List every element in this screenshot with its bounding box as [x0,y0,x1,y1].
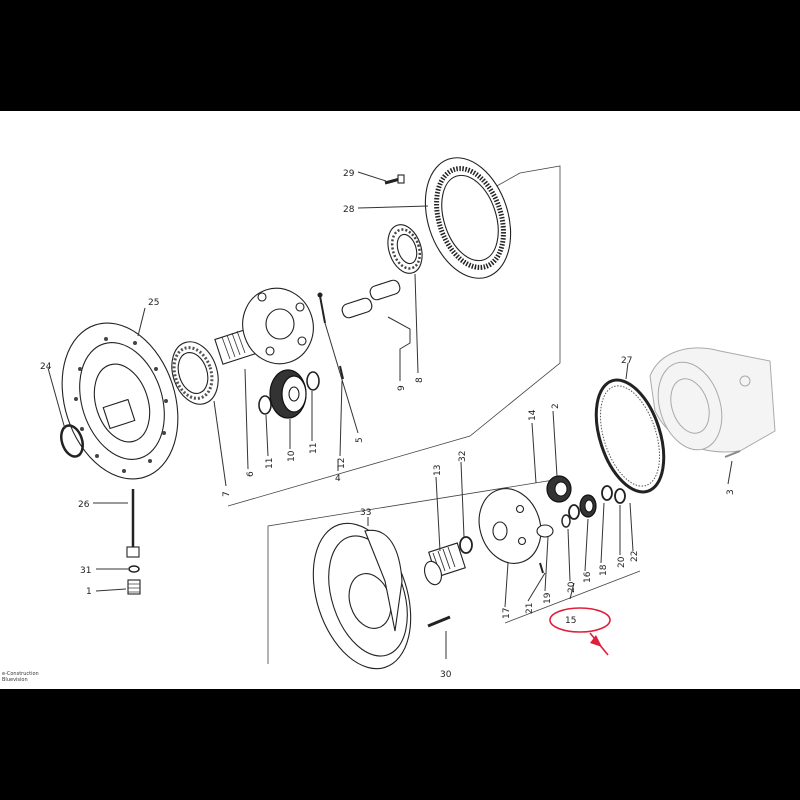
callout-25: 25 [148,298,159,308]
callout-22: 22 [630,551,640,562]
part-14-sun-plate [478,488,542,564]
callout-1: 1 [86,587,92,597]
part-1-plug [127,579,141,595]
part-25-cover-plate [61,322,179,480]
callout-2: 2 [551,403,561,409]
part-5-pin [317,292,326,324]
part-33-housing [312,522,412,670]
footer-caption: e-Construction Bluevision [2,671,39,683]
part-6-carrier [214,287,314,365]
callout-14: 14 [528,409,538,421]
part-31-washer [128,565,140,573]
part-30-bolt [427,615,451,628]
part-16-18-20-rings [561,485,626,528]
callout-10: 10 [287,450,297,462]
footer-line-2: Bluevision [2,677,28,683]
callout-30: 30 [440,670,452,680]
callout-24: 24 [40,362,52,372]
leader-lines [47,171,733,659]
part-3-motor-housing [649,347,776,458]
callout-7: 7 [222,491,232,497]
callout-15: 15 [565,616,576,626]
highlight-annotation [549,607,611,656]
part-2-bearing [546,475,572,503]
callout-6: 6 [246,471,256,477]
callout-26: 26 [78,500,90,510]
part-8-bearing [387,224,423,274]
part-10-planet-gear [269,369,307,419]
callout-labels: 29 28 25 24 26 31 1 7 6 11 10 11 12 4 5 … [40,169,736,680]
callout-16: 16 [583,571,593,583]
part-13-splined-shaft [423,542,466,586]
callout-31: 31 [80,566,91,576]
exploded-parts-diagram: 29 28 25 24 26 31 1 7 6 11 10 11 12 4 5 … [0,111,800,689]
callout-28: 28 [343,205,355,215]
part-24-o-ring [60,424,84,458]
callout-32: 32 [458,451,468,462]
callout-17: 17 [502,608,512,619]
part-26-long-bolt [126,489,140,558]
callout-21: 21 [525,603,535,614]
part-32-ring [459,536,473,554]
diagram-canvas: 29 28 25 24 26 31 1 7 6 11 10 11 12 4 5 … [2,157,776,683]
callout-5: 5 [355,437,365,443]
callout-4: 4 [335,474,341,484]
callout-8: 8 [415,377,425,383]
callout-12: 12 [337,458,347,469]
callout-18: 18 [599,564,609,576]
callout-13: 13 [433,465,443,476]
callout-11a: 11 [265,458,275,469]
callout-33: 33 [360,508,371,518]
callout-20a: 20 [567,581,577,593]
part-27-ring [594,378,666,494]
callout-11b: 11 [309,443,319,454]
upper-group-frame [227,165,561,507]
callout-20b: 20 [617,556,627,568]
callout-29: 29 [343,169,355,179]
part-11-shims [258,371,320,415]
callout-19: 19 [543,592,553,604]
callout-9: 9 [397,385,407,391]
footer-line-1: e-Construction [2,671,39,677]
part-19-21-pins [536,524,554,574]
part-12-spring-pin [339,365,344,380]
callout-3: 3 [726,489,736,495]
part-9-shafts [341,279,401,319]
part-28-ring-gear [424,157,512,279]
callout-27: 27 [621,356,632,366]
part-7-bearing [171,341,219,405]
part-29-bolt [384,174,405,185]
